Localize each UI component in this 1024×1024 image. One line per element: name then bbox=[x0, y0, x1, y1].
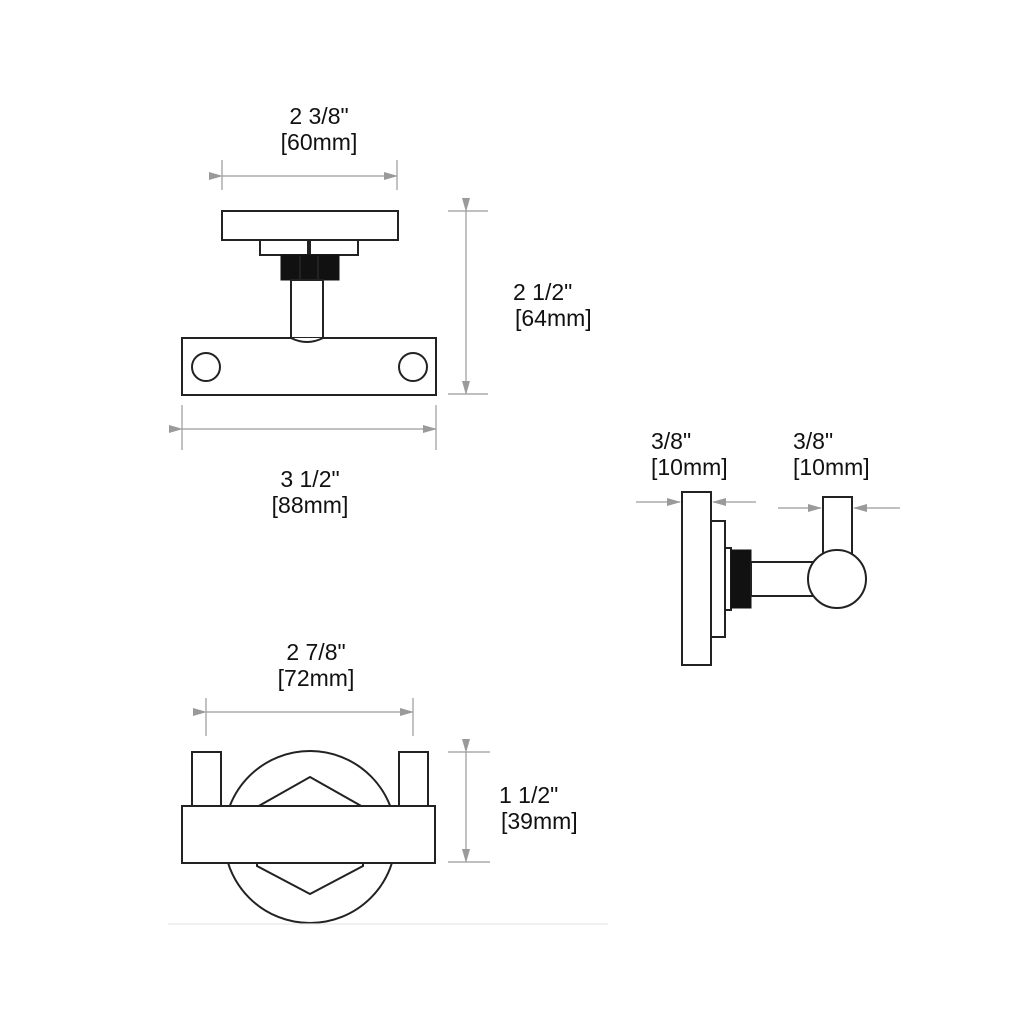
top-view bbox=[169, 160, 488, 450]
front-view bbox=[168, 698, 608, 925]
top-view-stem bbox=[290, 279, 324, 343]
label-front-width-imperial: 2 7/8" bbox=[286, 639, 346, 665]
side-view bbox=[636, 491, 900, 666]
label-front-width-metric: [72mm] bbox=[277, 665, 355, 691]
side-view-knurled-nut bbox=[730, 549, 752, 609]
front-view-hook-bar bbox=[181, 805, 436, 864]
label-side-hook-diameter: 3/8" [10mm] bbox=[793, 428, 903, 480]
label-top-height-imperial: 2 1/2" bbox=[513, 279, 573, 305]
label-top-base-width-imperial: 3 1/2" bbox=[280, 466, 340, 492]
top-view-collar-left bbox=[259, 239, 309, 256]
label-front-height: 1 1/2" [39mm] bbox=[499, 782, 609, 834]
dim-top-width bbox=[209, 160, 398, 190]
label-top-width-imperial: 2 3/8" bbox=[289, 103, 349, 129]
label-side-hook-diameter-imperial: 3/8" bbox=[793, 428, 834, 454]
side-view-wall-flange bbox=[681, 491, 712, 666]
side-view-collar-inner bbox=[724, 547, 732, 611]
top-view-hook-end-right bbox=[398, 352, 428, 382]
label-top-base-width: 3 1/2" [88mm] bbox=[250, 466, 370, 518]
side-view-collar bbox=[710, 520, 726, 638]
label-front-width: 2 7/8" [72mm] bbox=[256, 639, 376, 691]
dim-front-height bbox=[448, 739, 490, 863]
label-top-width-metric: [60mm] bbox=[280, 129, 358, 155]
label-side-flange-thickness-metric: [10mm] bbox=[651, 454, 728, 480]
dim-front-width bbox=[193, 698, 414, 736]
dim-top-base-width bbox=[169, 405, 437, 450]
label-side-flange-thickness-imperial: 3/8" bbox=[651, 428, 692, 454]
dim-top-height bbox=[448, 198, 488, 395]
label-side-hook-diameter-metric: [10mm] bbox=[793, 454, 870, 480]
label-front-height-imperial: 1 1/2" bbox=[499, 782, 559, 808]
top-view-wall-flange bbox=[221, 210, 399, 241]
top-view-collar-right bbox=[309, 239, 359, 256]
top-view-hook-end-left bbox=[191, 352, 221, 382]
side-view-stem bbox=[750, 561, 814, 597]
top-view-hook-bar bbox=[181, 337, 437, 396]
label-top-height-metric: [64mm] bbox=[515, 305, 592, 331]
side-view-hook-ball bbox=[807, 549, 867, 609]
label-top-base-width-metric: [88mm] bbox=[271, 492, 349, 518]
top-view-knurled-nut bbox=[280, 254, 340, 281]
front-view-hook-right bbox=[398, 751, 429, 807]
front-view-hook-left bbox=[191, 751, 222, 807]
label-top-height: 2 1/2" [64mm] bbox=[513, 279, 623, 331]
label-top-width: 2 3/8" [60mm] bbox=[259, 103, 379, 155]
label-front-height-metric: [39mm] bbox=[501, 808, 578, 834]
label-side-flange-thickness: 3/8" [10mm] bbox=[651, 428, 761, 480]
